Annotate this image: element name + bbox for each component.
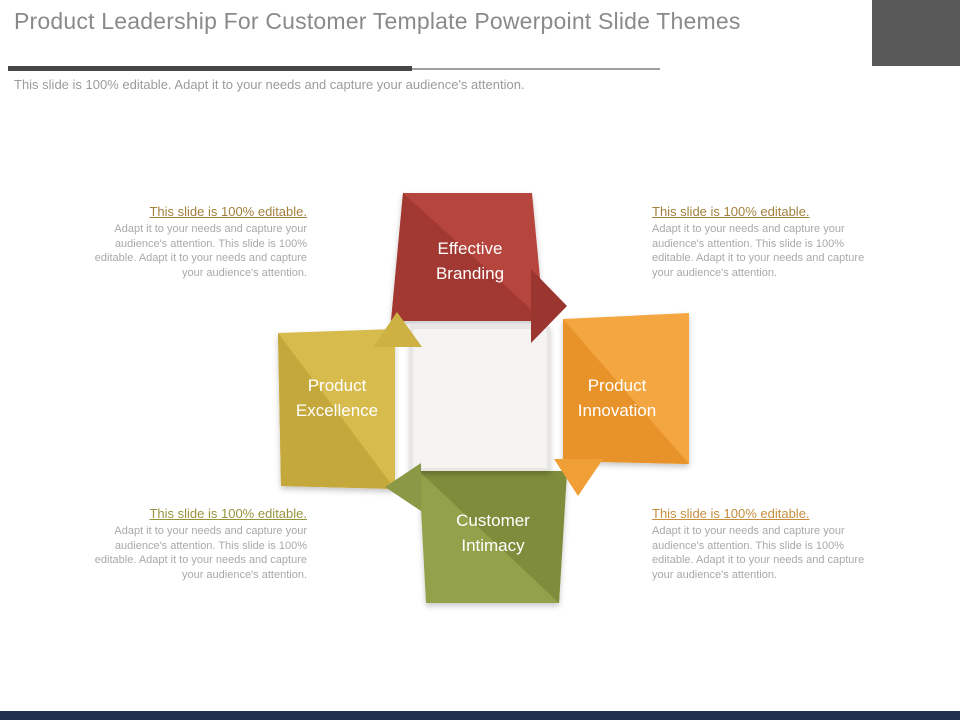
title-divider — [8, 66, 660, 73]
segment-fold — [278, 333, 395, 489]
callout-body: Adapt it to your needs and capture your … — [652, 525, 865, 581]
callout-heading: This slide is 100% editable. — [149, 204, 307, 219]
segment-fold — [419, 471, 567, 603]
callout-heading: This slide is 100% editable. — [652, 204, 810, 219]
segment-product-innovation[interactable] — [563, 313, 689, 464]
callout-bottom-left: This slide is 100% editable. Adapt it to… — [85, 506, 307, 582]
segment-label-effective-branding: Effective Branding — [435, 239, 505, 283]
footer-bar — [0, 711, 960, 720]
segment-customer-intimacy[interactable] — [419, 471, 567, 603]
center-panel[interactable] — [410, 326, 550, 471]
slide-subtitle: This slide is 100% editable. Adapt it to… — [14, 77, 525, 92]
segment-fold — [563, 319, 689, 464]
callout-body: Adapt it to your needs and capture your … — [94, 223, 307, 279]
segment-label-customer-intimacy: Customer Intimacy — [456, 511, 530, 555]
callout-top-left: This slide is 100% editable. Adapt it to… — [85, 204, 307, 280]
callout-body: Adapt it to your needs and capture your … — [94, 525, 307, 581]
arrow-left-icon — [385, 463, 421, 511]
center-panel-face — [413, 329, 547, 468]
segment-product-excellence[interactable] — [278, 329, 395, 489]
segment-effective-branding[interactable] — [391, 193, 544, 321]
callout-body: Adapt it to your needs and capture your … — [652, 223, 865, 279]
slide-title: Product Leadership For Customer Template… — [14, 8, 741, 34]
arrow-right-icon — [531, 269, 567, 343]
callout-heading: This slide is 100% editable. — [149, 506, 307, 521]
arrow-up-icon — [373, 312, 422, 347]
callout-heading: This slide is 100% editable. — [652, 506, 810, 521]
segment-fold — [391, 193, 544, 321]
top-right-accent-block — [872, 0, 960, 66]
arrow-down-icon — [554, 459, 603, 496]
segment-label-product-innovation: Product Innovation — [577, 376, 657, 420]
title-divider-dark — [8, 66, 412, 71]
callout-top-right: This slide is 100% editable. Adapt it to… — [652, 204, 874, 280]
segment-label-product-excellence: Product Excellence — [295, 376, 379, 420]
callout-bottom-right: This slide is 100% editable. Adapt it to… — [652, 506, 874, 582]
